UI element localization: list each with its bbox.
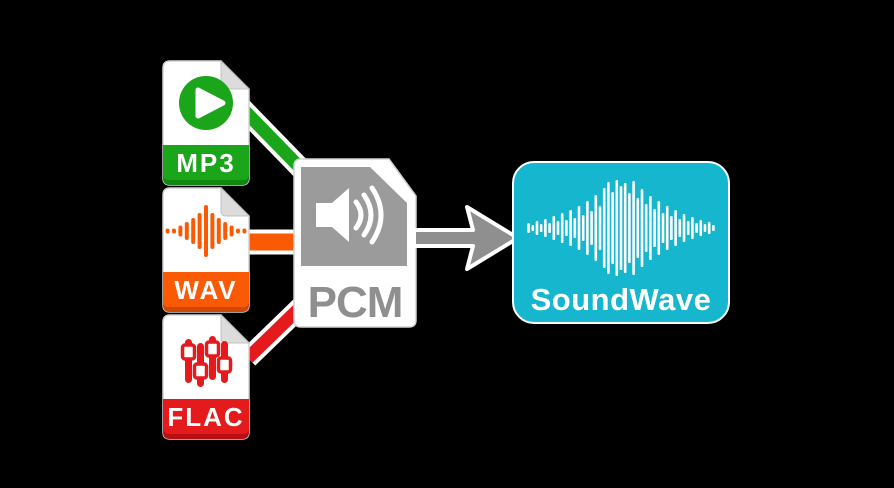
wav-file-icon: WAV (162, 187, 250, 313)
soundwave-box: SoundWave (512, 161, 730, 324)
flac-file-icon: FLAC (162, 314, 250, 440)
mp3-banner (163, 145, 249, 180)
mp3-file-icon: MP3 (162, 60, 250, 186)
pcm-file-icon: PCM (293, 158, 417, 328)
wav-page-fold (220, 187, 250, 217)
pcm-inner-square (301, 167, 407, 266)
pcm-label: PCM (308, 278, 403, 327)
soundwave-bars (527, 180, 715, 276)
flac-page-fold (220, 314, 250, 344)
flac-banner (163, 399, 249, 434)
soundwave-label: SoundWave (530, 282, 712, 317)
arrow-right-icon (412, 205, 520, 271)
soundwave-icon (527, 180, 715, 276)
mixer-slider-knobs (180, 340, 233, 380)
wav-banner (163, 272, 249, 307)
wav-label: WAV (174, 275, 237, 305)
mp3-label: MP3 (176, 148, 235, 178)
play-triangle (195, 87, 226, 119)
audio-waveform-icon (165, 205, 247, 257)
flac-label: FLAC (167, 402, 244, 432)
arrow-shape (412, 205, 520, 271)
speaker-icon (316, 185, 384, 245)
